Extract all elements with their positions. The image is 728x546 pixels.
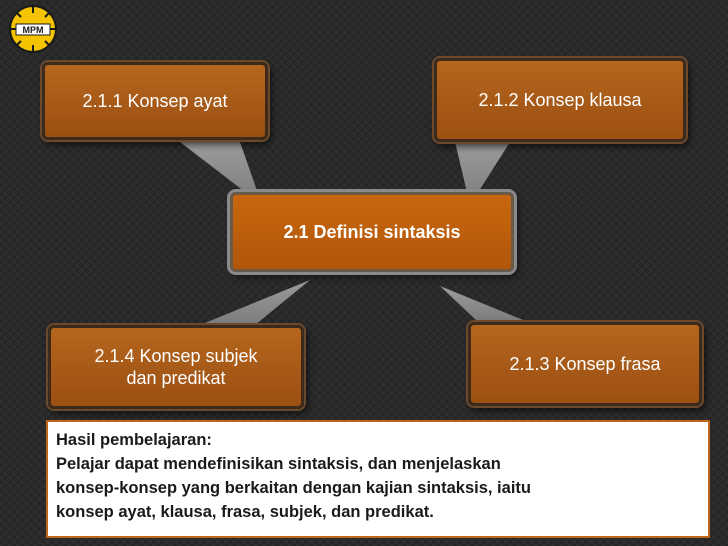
connector-bottom-left (200, 280, 310, 325)
learning-outcome-box: Hasil pembelajaran: Pelajar dapat mendef… (46, 420, 710, 538)
node-label: 2.1.3 Konsep frasa (509, 353, 661, 374)
mpm-logo: MPM (9, 5, 57, 53)
outcome-heading: Hasil pembelajaran: (56, 431, 212, 449)
node-label: 2.1.1 Konsep ayat (82, 90, 228, 111)
node-konsep-ayat: 2.1.1 Konsep ayat (42, 62, 268, 140)
node-label-line1: 2.1.4 Konsep subjek (94, 345, 258, 366)
node-label-line2: dan predikat (126, 368, 226, 388)
connector-top-right (455, 142, 510, 205)
connector-top-left (180, 142, 262, 205)
connector-bottom-right (440, 286, 528, 322)
center-label: 2.1 Definisi sintaksis (283, 221, 461, 242)
node-konsep-klausa: 2.1.2 Konsep klausa (434, 58, 686, 142)
outcome-line: konsep-konsep yang berkaitan dengan kaji… (56, 479, 531, 497)
node-konsep-subjek-predikat: 2.1.4 Konsep subjek dan predikat (48, 325, 304, 409)
outcome-line: Pelajar dapat mendefinisikan sintaksis, … (56, 455, 501, 473)
node-konsep-frasa: 2.1.3 Konsep frasa (468, 322, 702, 406)
center-node-definisi-sintaksis: 2.1 Definisi sintaksis (230, 192, 514, 272)
logo-text: MPM (23, 25, 44, 35)
outcome-line: konsep ayat, klausa, frasa, subjek, dan … (56, 503, 434, 521)
node-label: 2.1.2 Konsep klausa (478, 89, 642, 110)
